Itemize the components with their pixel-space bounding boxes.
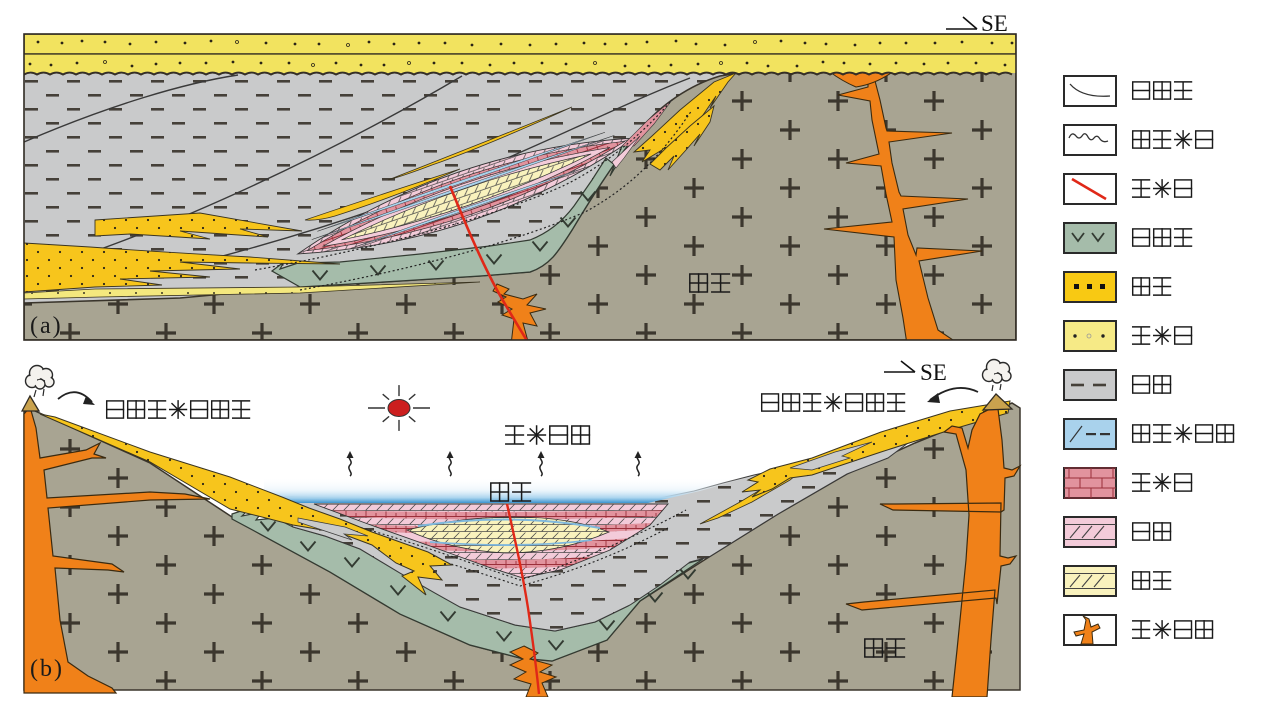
svg-text:SE: SE bbox=[981, 11, 1008, 36]
svg-text:SE: SE bbox=[920, 360, 947, 385]
svg-text:(a): (a) bbox=[30, 313, 63, 339]
svg-text:(b): (b) bbox=[30, 656, 64, 682]
